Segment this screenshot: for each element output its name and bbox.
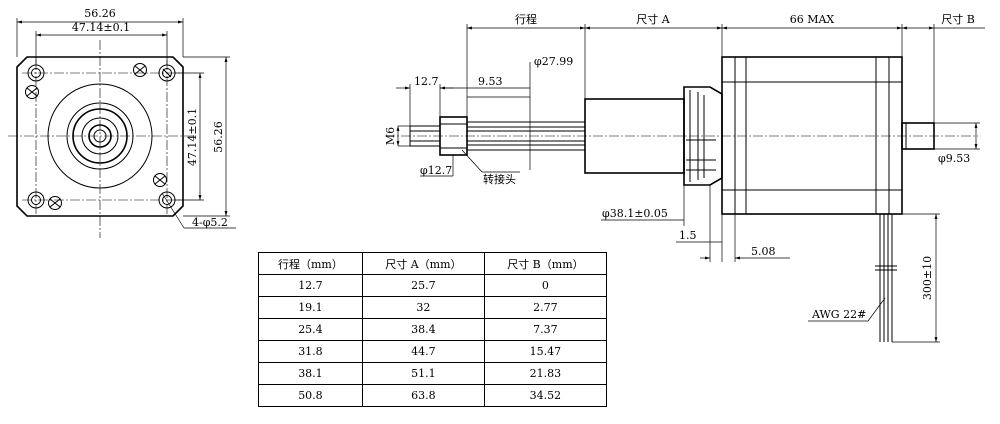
table-cell: 7.37 <box>483 318 608 341</box>
front-overall-width-dim: 56.26 <box>84 7 116 20</box>
motor-flange-outline <box>16 56 184 217</box>
body-length-dim: 66 MAX <box>790 13 835 26</box>
table-cell: 38.4 <box>361 318 485 341</box>
table-row: 50.8 63.8 34.52 <box>258 384 608 407</box>
table-header-row: 行程（mm） 尺寸 A（mm） 尺寸 B（mm） <box>258 252 608 275</box>
pilot-boss-circle <box>47 83 153 189</box>
table-cell: 0 <box>483 274 608 297</box>
table-cell: 63.8 <box>361 384 485 407</box>
column-header-stroke: 行程（mm） <box>258 252 363 275</box>
table-cell: 51.1 <box>361 362 485 385</box>
table-cell: 34.52 <box>483 384 608 407</box>
table-cell: 12.7 <box>258 274 363 297</box>
column-header-dim-a: 尺寸 A（mm） <box>361 252 485 275</box>
nut-length-dim: 12.7 <box>414 75 439 88</box>
column-header-dim-b: 尺寸 B（mm） <box>483 252 608 275</box>
table-row: 25.4 38.4 7.37 <box>258 318 608 341</box>
table-row: 38.1 51.1 21.83 <box>258 362 608 385</box>
table-cell: 15.47 <box>483 340 608 363</box>
table-cell: 32 <box>361 296 485 319</box>
end-length-dim: 9.53 <box>478 75 503 88</box>
mounting-hole-bottom-left <box>27 191 45 209</box>
table-cell: 31.8 <box>258 340 363 363</box>
dimension-table: 行程（mm） 尺寸 A（mm） 尺寸 B（mm） 12.7 25.7 0 19.… <box>258 252 608 407</box>
hole-callout-dim: 4-φ5.2 <box>192 216 228 229</box>
lead-length-dim: 300±10 <box>921 256 934 300</box>
front-view <box>8 18 236 238</box>
wire-gauge-label: AWG 22# <box>811 308 866 321</box>
boss-diameter-dim: φ38.1±0.05 <box>602 207 668 220</box>
thread-dim: M6 <box>384 127 397 145</box>
dim-b-label: 尺寸 B <box>941 12 975 26</box>
stroke-dim-label: 行程 <box>515 13 537 26</box>
rear-shaft-diameter-dim: φ9.53 <box>938 152 970 165</box>
table-cell: 25.4 <box>258 318 363 341</box>
flange-thickness-dim: 1.5 <box>679 229 697 242</box>
rear-shaft <box>901 122 935 150</box>
table-cell: 50.8 <box>258 384 363 407</box>
table-row: 31.8 44.7 15.47 <box>258 340 608 363</box>
table-cell: 19.1 <box>258 296 363 319</box>
dim-a-label: 尺寸 A <box>636 12 670 26</box>
pilot-depth-dim: 5.08 <box>751 245 776 258</box>
adapter-label: 转接头 <box>483 172 516 186</box>
table-cell: 25.7 <box>361 274 485 297</box>
table-cell: 21.83 <box>483 362 608 385</box>
table-row: 12.7 25.7 0 <box>258 274 608 297</box>
front-hole-spacing-height-dim: 47.14±0.1 <box>186 108 199 166</box>
front-overall-height-dim: 56.26 <box>212 121 225 153</box>
lead-wires <box>875 214 897 342</box>
table-cell: 2.77 <box>483 296 608 319</box>
front-hole-spacing-width-dim: 47.14±0.1 <box>72 21 130 34</box>
table-cell: 44.7 <box>361 340 485 363</box>
table-cell: 38.1 <box>258 362 363 385</box>
thread-end <box>409 125 441 147</box>
side-view <box>385 24 985 343</box>
table-row: 19.1 32 2.77 <box>258 296 608 319</box>
nut-diameter-dim: φ12.7 <box>420 164 452 177</box>
tube-diameter-dim: φ27.99 <box>534 55 573 68</box>
